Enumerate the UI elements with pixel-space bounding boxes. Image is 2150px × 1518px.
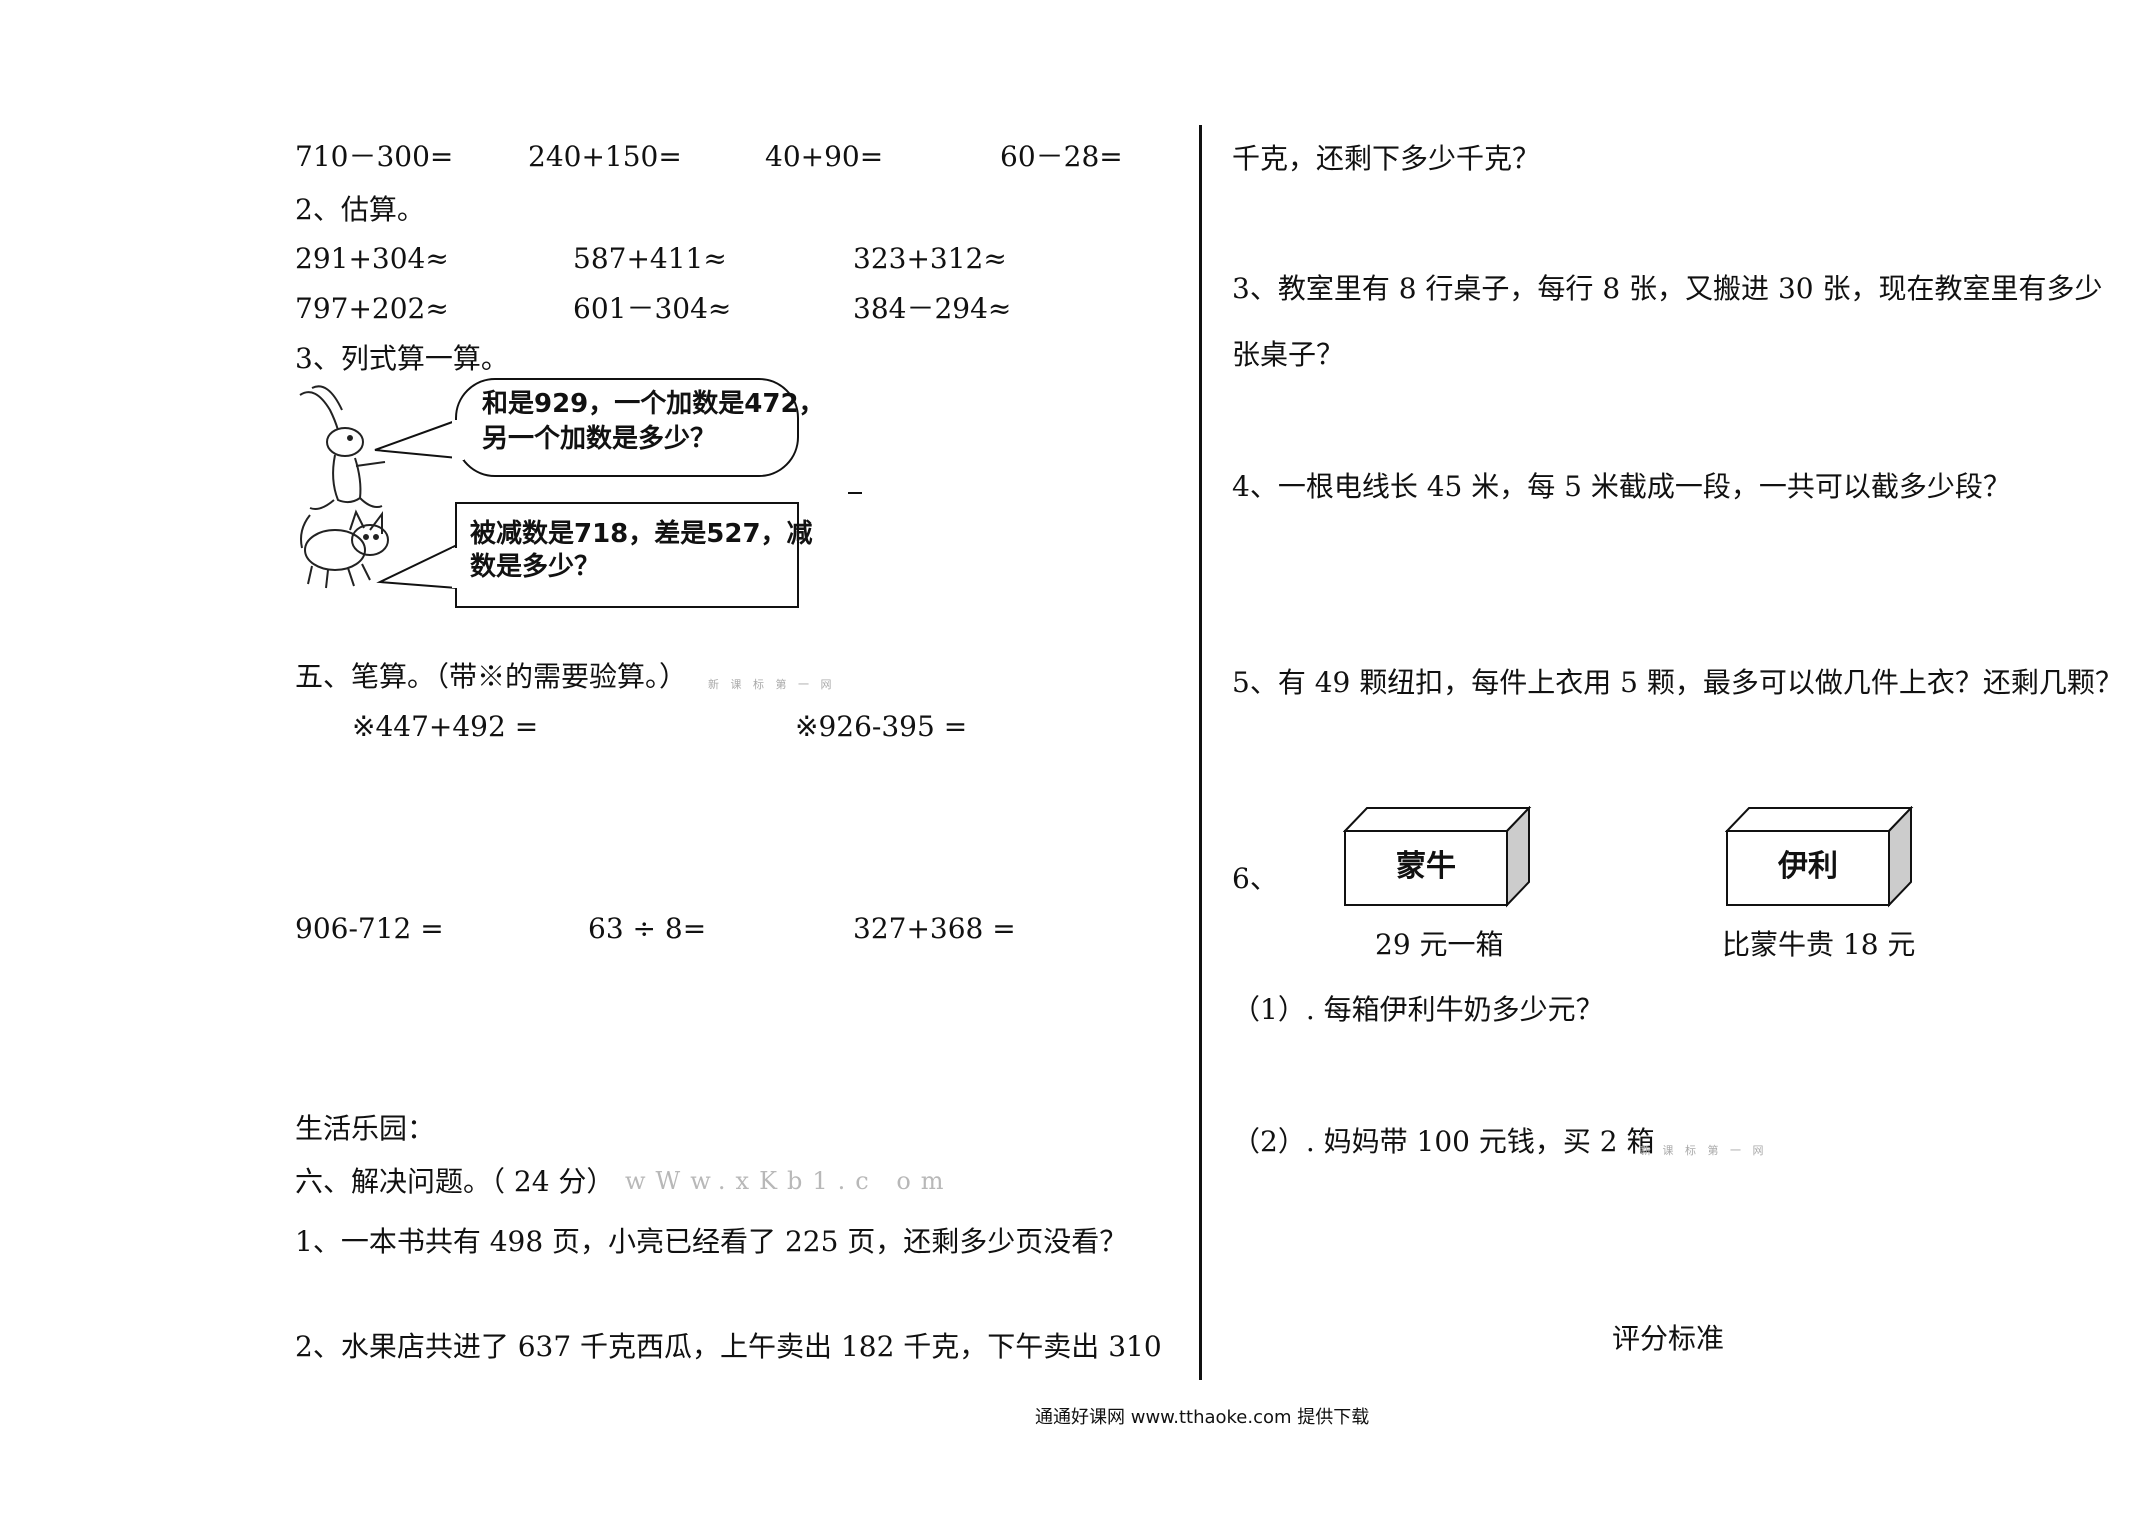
problem-4: 4、一根电线长 45 米，每 5 米截成一段，一共可以截多少段？ — [1232, 470, 2011, 503]
speech-bubble-sum — [455, 378, 799, 477]
estimate-item: 587+411≈ — [573, 242, 727, 275]
list-calc-heading: 3、列式算一算。 — [295, 342, 509, 375]
subquestion-2: （2）. 妈妈带 100 元钱，买 2 箱 — [1232, 1125, 1655, 1158]
speech-bubble-tail — [376, 544, 458, 589]
expr-240-150: 240+150= — [528, 140, 682, 173]
box-label-mengniu: 蒙牛 — [1396, 849, 1456, 884]
expr-710-300: 710－300= — [295, 140, 454, 173]
subquestion-1: （1）. 每箱伊利牛奶多少元？ — [1232, 993, 1604, 1026]
subquestion-2-watermark: 新 课 标 第 一 网 — [1640, 1144, 1768, 1157]
calc-item: 906-712 = — [295, 912, 444, 945]
price-mengniu: 29 元一箱 — [1375, 928, 1504, 961]
estimate-item: 291+304≈ — [295, 242, 449, 275]
answer-blank-line — [848, 492, 862, 494]
section6-heading: 六、解决问题。（ 24 分） — [295, 1165, 615, 1198]
footer-source: 通通好课网 www.tthaoke.com 提供下载 — [1035, 1407, 1370, 1428]
section5-heading: 五、笔算。（带※的需要验算。） — [295, 660, 688, 693]
estimate-item: 384－294≈ — [853, 292, 1012, 325]
speech-bubble-tail — [374, 419, 459, 459]
verify-item: ※447+492 = — [352, 710, 539, 743]
speech-bubble-tail-cover — [452, 420, 464, 460]
column-divider — [1199, 125, 1202, 1380]
problem-5: 5、有 49 颗纽扣，每件上衣用 5 颗，最多可以做几件上衣？还剩几颗？ — [1232, 666, 2123, 699]
problem-2-continued: 千克，还剩下多少千克？ — [1232, 142, 1541, 175]
expr-40-90: 40+90= — [765, 140, 884, 173]
section5-watermark: 新 课 标 第 一 网 — [708, 678, 836, 691]
problem-2: 2、水果店共进了 637 千克西瓜，上午卖出 182 千克，下午卖出 310 — [295, 1330, 1162, 1363]
section6-watermark: wWw.xKb1.c om — [625, 1167, 954, 1195]
speech-bubble-tail-cover — [452, 548, 464, 588]
estimate-item: 601－304≈ — [573, 292, 732, 325]
cartoon-animals-illustration — [299, 385, 389, 589]
problem-1: 1、一本书共有 498 页，小亮已经看了 225 页，还剩多少页没看？ — [295, 1225, 1128, 1258]
price-yili: 比蒙牛贵 18 元 — [1722, 928, 1916, 961]
verify-item: ※926-395 = — [795, 710, 968, 743]
problem-3-line1: 3、教室里有 8 行桌子，每行 8 张，又搬进 30 张，现在教室里有多少 — [1232, 272, 2103, 305]
calc-item: 63 ÷ 8= — [588, 912, 707, 945]
calc-item: 327+368 = — [853, 912, 1016, 945]
bubble-difference-line2: 数是多少？ — [470, 552, 601, 582]
milk-box-yili — [1725, 806, 1914, 908]
milk-box-mengniu — [1343, 806, 1532, 908]
bubble-difference-line1: 被减数是718，差是527，减 — [470, 519, 813, 549]
scoring-standard-heading: 评分标准 — [1612, 1322, 1725, 1355]
problem-6-number: 6、 — [1232, 862, 1278, 895]
bubble-sum-line2: 另一个加数是多少？ — [482, 424, 717, 454]
life-heading: 生活乐园： — [295, 1112, 436, 1145]
problem-3-line2: 张桌子？ — [1232, 338, 1345, 371]
expr-60-28: 60－28= — [1000, 140, 1123, 173]
estimate-item: 323+312≈ — [853, 242, 1007, 275]
estimate-item: 797+202≈ — [295, 292, 449, 325]
box-label-yili: 伊利 — [1778, 849, 1838, 884]
estimate-heading: 2、估算。 — [295, 193, 425, 226]
bubble-sum-line1: 和是929，一个加数是472， — [482, 389, 825, 419]
